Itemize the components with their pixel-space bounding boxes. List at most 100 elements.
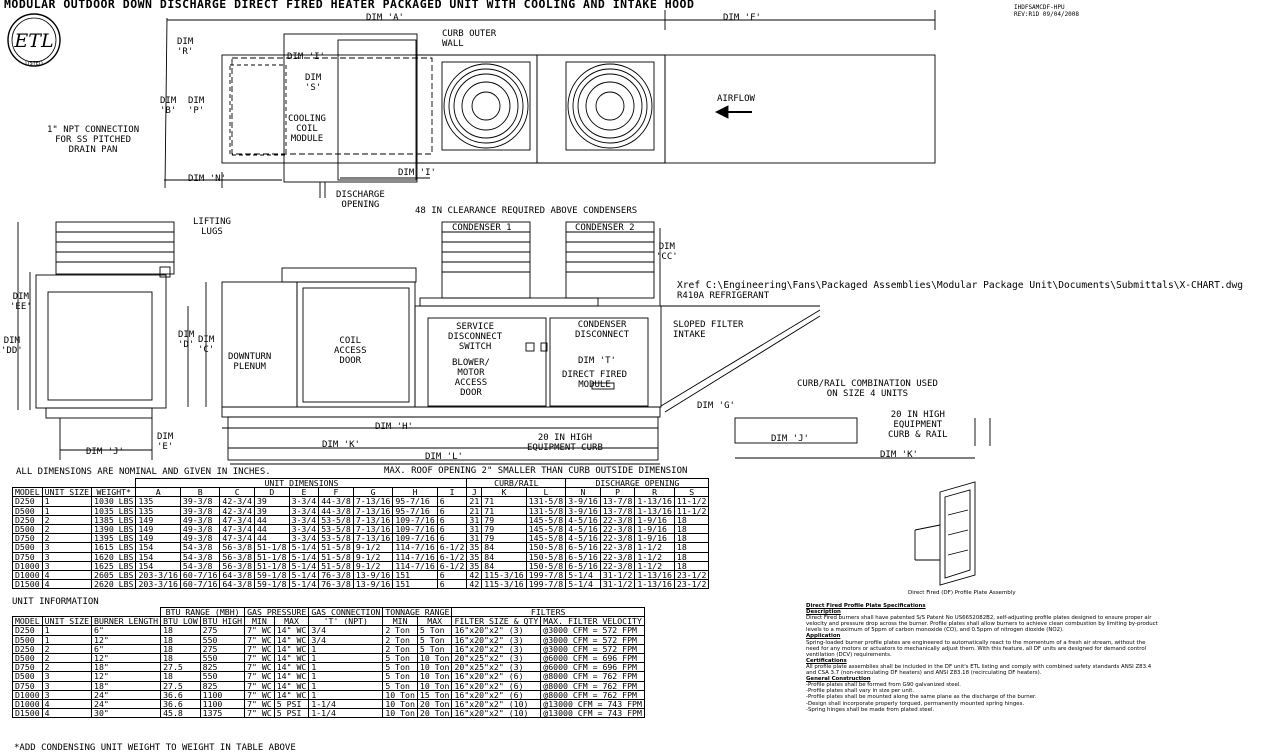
table-cell: 7-13/16: [352, 505, 394, 516]
table-cell: 115-3/16: [481, 579, 527, 590]
xref-path: Xref C:\Engineering\Fans\Packaged Assemb…: [677, 280, 1244, 291]
table-cell: 95-7/16: [392, 505, 438, 516]
table-cell: 23-1/2: [673, 579, 710, 590]
discharge-opening-header: DISCHARGE OPENING: [565, 477, 710, 489]
table-cell: 3/4: [308, 625, 384, 636]
table-cell: 18: [160, 634, 201, 645]
table-cell: 42-3/4: [219, 505, 255, 516]
table-cell: 11-1/2: [673, 496, 710, 507]
table-cell: 5 Ton: [416, 625, 453, 636]
table-cell: 84: [481, 542, 527, 553]
table-cell: 825: [199, 680, 246, 691]
clearance-label: 48 IN CLEARANCE REQUIRED ABOVE CONDENSER…: [415, 206, 638, 216]
table-cell: 1035 LBS: [91, 505, 137, 516]
condenser-disconnect-label: CONDENSER DISCONNECT: [575, 320, 630, 340]
table-cell: 1375: [199, 708, 246, 719]
table-cell: 3-3/4: [288, 496, 320, 507]
table-cell: 150-5/8: [525, 551, 567, 562]
table-cell: 1: [41, 496, 93, 507]
blower-motor-door-label: BLOWER/ MOTOR ACCESS DOOR: [452, 358, 490, 398]
weight-footnote: *ADD CONDENSING UNIT WEIGHT TO WEIGHT IN…: [14, 743, 296, 753]
notes-section-text: All profile plate assemblies shall be in…: [806, 663, 1152, 677]
table-cell: 18: [673, 542, 710, 553]
table-cell: 4: [41, 579, 93, 590]
table-cell: 35: [466, 542, 483, 553]
table-cell: 71: [481, 496, 527, 507]
refrigerant-label: R410A REFRIGERANT: [677, 291, 770, 301]
dim-cc-label: DIM 'CC': [656, 242, 678, 262]
table-cell: 16"x20"x2" (6): [451, 671, 542, 682]
table-cell: 1-1/4: [308, 708, 384, 719]
column-header: UNIT SIZE: [41, 616, 93, 627]
dim-j-label: DIM 'J': [86, 447, 124, 457]
discharge-opening-label: DISCHARGE OPENING: [336, 190, 385, 210]
table-cell: 7-13/16: [352, 496, 394, 507]
notes-heading: Direct Fired Profile Plate Specification…: [806, 603, 926, 609]
curb-rail-header: CURB/RAIL: [466, 477, 567, 489]
table-cell: 54-3/8: [179, 542, 221, 553]
table-cell: 3: [41, 551, 93, 562]
condenser-fan-1-top: [441, 61, 531, 151]
table-cell: 1: [308, 671, 384, 682]
dim-a-label: DIM 'A': [366, 13, 404, 23]
column-header: 'T' (NPT): [308, 616, 384, 627]
table-cell: D250: [12, 496, 43, 507]
table-cell: 51-5/8: [318, 542, 354, 553]
table-cell: 6: [436, 505, 468, 516]
table-cell: D500: [12, 542, 43, 553]
table-cell: 18: [160, 671, 201, 682]
table-cell: D1500: [12, 708, 43, 719]
direct-fired-module-label: DIRECT FIRED MODULE: [562, 370, 628, 390]
table-cell: D250: [12, 625, 43, 636]
table-cell: 95-7/16: [392, 496, 438, 507]
table-cell: 22-3/8: [599, 551, 636, 562]
profile-plate-specifications: Direct Fired Profile Plate Specification…: [806, 603, 1158, 713]
table-cell: 30": [91, 708, 162, 719]
dim-f-label: DIM 'F': [723, 13, 761, 23]
table-cell: D1500: [12, 579, 43, 590]
table-cell: @3000 CFM = 572 FPM: [540, 625, 645, 636]
table-cell: 39: [254, 505, 290, 516]
table-cell: 1: [308, 680, 384, 691]
table-cell: 10 Ton: [416, 671, 453, 682]
dim-dd-label: DIM 'DD': [1, 336, 23, 356]
dim-b-label: DIM 'B': [160, 96, 177, 116]
table-cell: 21: [466, 496, 483, 507]
table-cell: 18: [160, 625, 201, 636]
equipment-curb-rail-label: 20 IN HIGH EQUIPMENT CURB & RAIL: [888, 410, 948, 440]
table-cell: 16"x20"x2" (3): [451, 625, 542, 636]
side-view-drawing: [187, 221, 991, 465]
table-cell: 76-3/8: [318, 579, 354, 590]
table-cell: D500: [12, 505, 43, 516]
table-cell: 13-9/16: [352, 579, 394, 590]
npt-connection-label: 1" NPT CONNECTION FOR SS PITCHED DRAIN P…: [47, 125, 140, 155]
top-view-drawing: [164, 10, 936, 198]
table-cell: 1: [41, 634, 93, 645]
table-cell: @8000 CFM = 762 FPM: [540, 680, 645, 691]
logo-text: ETL: [13, 30, 53, 52]
table-cell: @8000 CFM = 762 FPM: [540, 671, 645, 682]
column-header: BURNER LENGTH: [91, 616, 162, 627]
table-cell: 1: [308, 643, 384, 655]
table-cell: 56-3/8: [219, 551, 255, 562]
table-cell: 5 Ton: [382, 671, 418, 682]
table-cell: @3000 CFM = 572 FPM: [540, 634, 645, 645]
table-cell: 1-1/2: [634, 551, 675, 562]
table-cell: 31-1/2: [599, 579, 636, 590]
dim-e-label: DIM 'E': [157, 432, 174, 452]
table-cell: 1-13/16: [634, 579, 675, 590]
table-cell: 51-1/8: [254, 551, 290, 562]
table-cell: D750: [12, 680, 43, 691]
end-view-drawing: [17, 221, 175, 460]
table-cell: 135: [135, 496, 181, 507]
notes-section-title: Description: [806, 609, 841, 616]
table-cell: 6-1/2: [436, 542, 468, 553]
dim-g-label: DIM 'G': [697, 401, 735, 411]
table-cell: 5-1/4: [565, 579, 601, 590]
